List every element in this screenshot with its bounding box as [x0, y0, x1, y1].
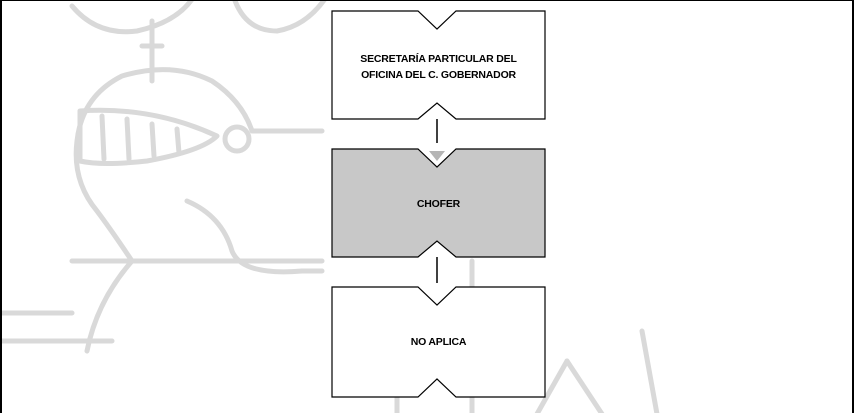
org-box-top-label: SECRETARÍA PARTICULAR DEL OFICINA DEL C.… — [333, 45, 544, 89]
knight-helmet-watermark-icon — [2, 1, 657, 413]
org-box-top-label-line1: SECRETARÍA PARTICULAR DEL — [360, 51, 516, 67]
org-box-middle-label: CHOFER — [333, 193, 544, 215]
arrowhead-top-middle — [429, 151, 445, 161]
org-box-bottom-label: NO APLICA — [333, 331, 544, 353]
org-box-middle-label-text: CHOFER — [417, 196, 460, 212]
org-box-bottom-label-text: NO APLICA — [411, 334, 467, 350]
org-box-top-label-line2: OFICINA DEL C. GOBERNADOR — [361, 67, 516, 83]
